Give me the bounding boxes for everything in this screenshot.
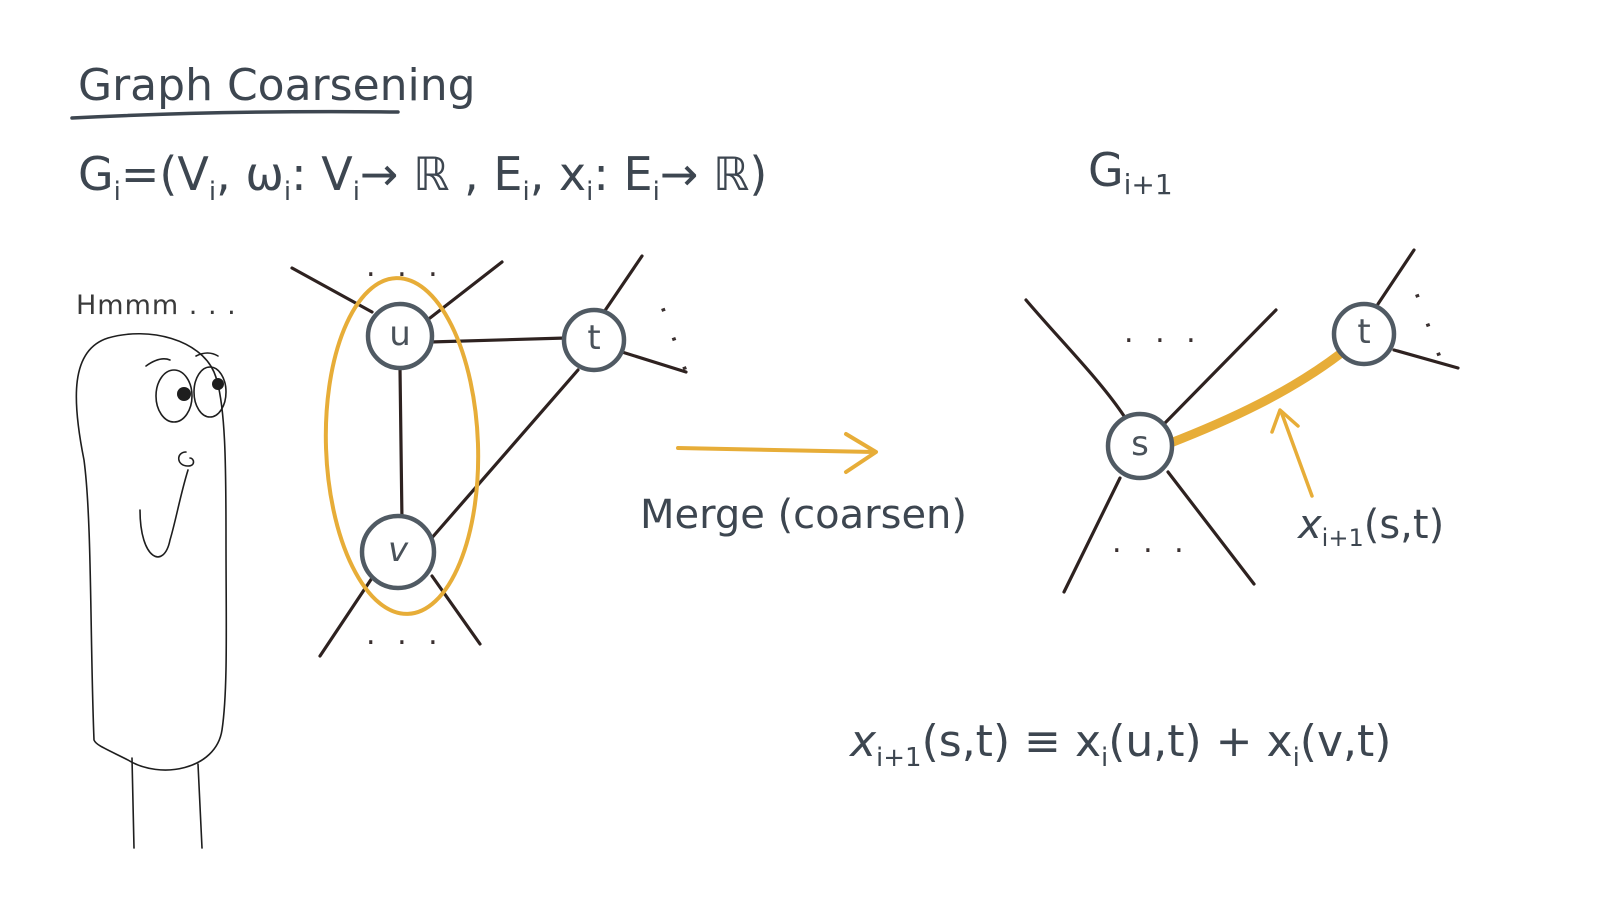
node-s-label: s (1131, 424, 1149, 464)
character-nose (177, 451, 195, 467)
node-t-right-label: t (1357, 312, 1370, 352)
edge-s-out-upper-right (1162, 308, 1278, 426)
character-brow-left (145, 358, 171, 367)
merge-highlight-ellipse (323, 276, 481, 616)
edge-s-out-upper-left (1024, 298, 1126, 418)
title-underline (70, 109, 400, 120)
right-ellipsis-bottom: . . . (1112, 525, 1190, 560)
merge-arrow-head (844, 432, 878, 474)
character-leg-left (131, 757, 135, 849)
title: Graph Coarsening (78, 60, 476, 111)
edge-u-out-left (290, 266, 374, 314)
edge-t-out-right (620, 350, 688, 374)
character-brow-right (195, 352, 219, 357)
character-pupil-left (177, 387, 191, 401)
merge-arrow (676, 432, 878, 474)
edge-label-arrow-head (1270, 408, 1300, 434)
next-graph-label: Gi+1 (1088, 143, 1173, 201)
edge-u-t (428, 336, 568, 344)
character-eye-right (193, 366, 227, 418)
edge-s-out-lower-left (1062, 476, 1122, 594)
node-v (359, 513, 437, 591)
edge-v-out-left (318, 576, 374, 658)
node-u (365, 301, 435, 371)
left-ellipsis-t: . . . (652, 297, 711, 382)
edge-weight-label: xi+1(s,t) (1296, 502, 1444, 552)
node-s (1105, 411, 1175, 481)
edge-s-out-lower-right (1166, 470, 1256, 586)
edge-t-out-top (602, 254, 644, 314)
merge-arrow-shaft (676, 446, 876, 454)
right-ellipsis-top: . . . (1124, 315, 1202, 350)
node-t-right (1331, 301, 1397, 367)
edge-label-arrow-shaft (1280, 412, 1314, 498)
edge-t-right-out-right (1392, 348, 1460, 370)
node-u-label: u (389, 314, 411, 354)
node-v-label: v (388, 530, 409, 570)
character-figure (75, 332, 228, 849)
left-graph: . . . . . . . . . u v t (290, 249, 712, 658)
coarsening-weight-formula: xi+1(s,t) ≡ xi(u,t) + xi(v,t) (848, 716, 1391, 773)
node-t-left-label: t (587, 318, 600, 358)
character-eye-left (155, 369, 193, 423)
node-t-left (561, 307, 627, 373)
edge-v-t (428, 368, 580, 542)
edge-t-right-out-top (1376, 248, 1416, 306)
thought-text: Hmmm . . . (76, 290, 237, 321)
character-body (75, 332, 228, 771)
definition-formula: Gi=(Vi, ωi: Vi→ ℝ , Ei, xi: Ei→ ℝ) (78, 147, 767, 207)
merge-label: Merge (coarsen) (640, 492, 967, 538)
character-mouth (139, 469, 189, 558)
merged-edge-s-t (1163, 349, 1345, 449)
character-pupil-right (212, 378, 224, 390)
left-ellipsis-bottom: . . . (366, 617, 444, 652)
character-leg-right (197, 763, 203, 849)
edge-v-out-right (430, 574, 482, 646)
edge-u-v (398, 366, 404, 524)
